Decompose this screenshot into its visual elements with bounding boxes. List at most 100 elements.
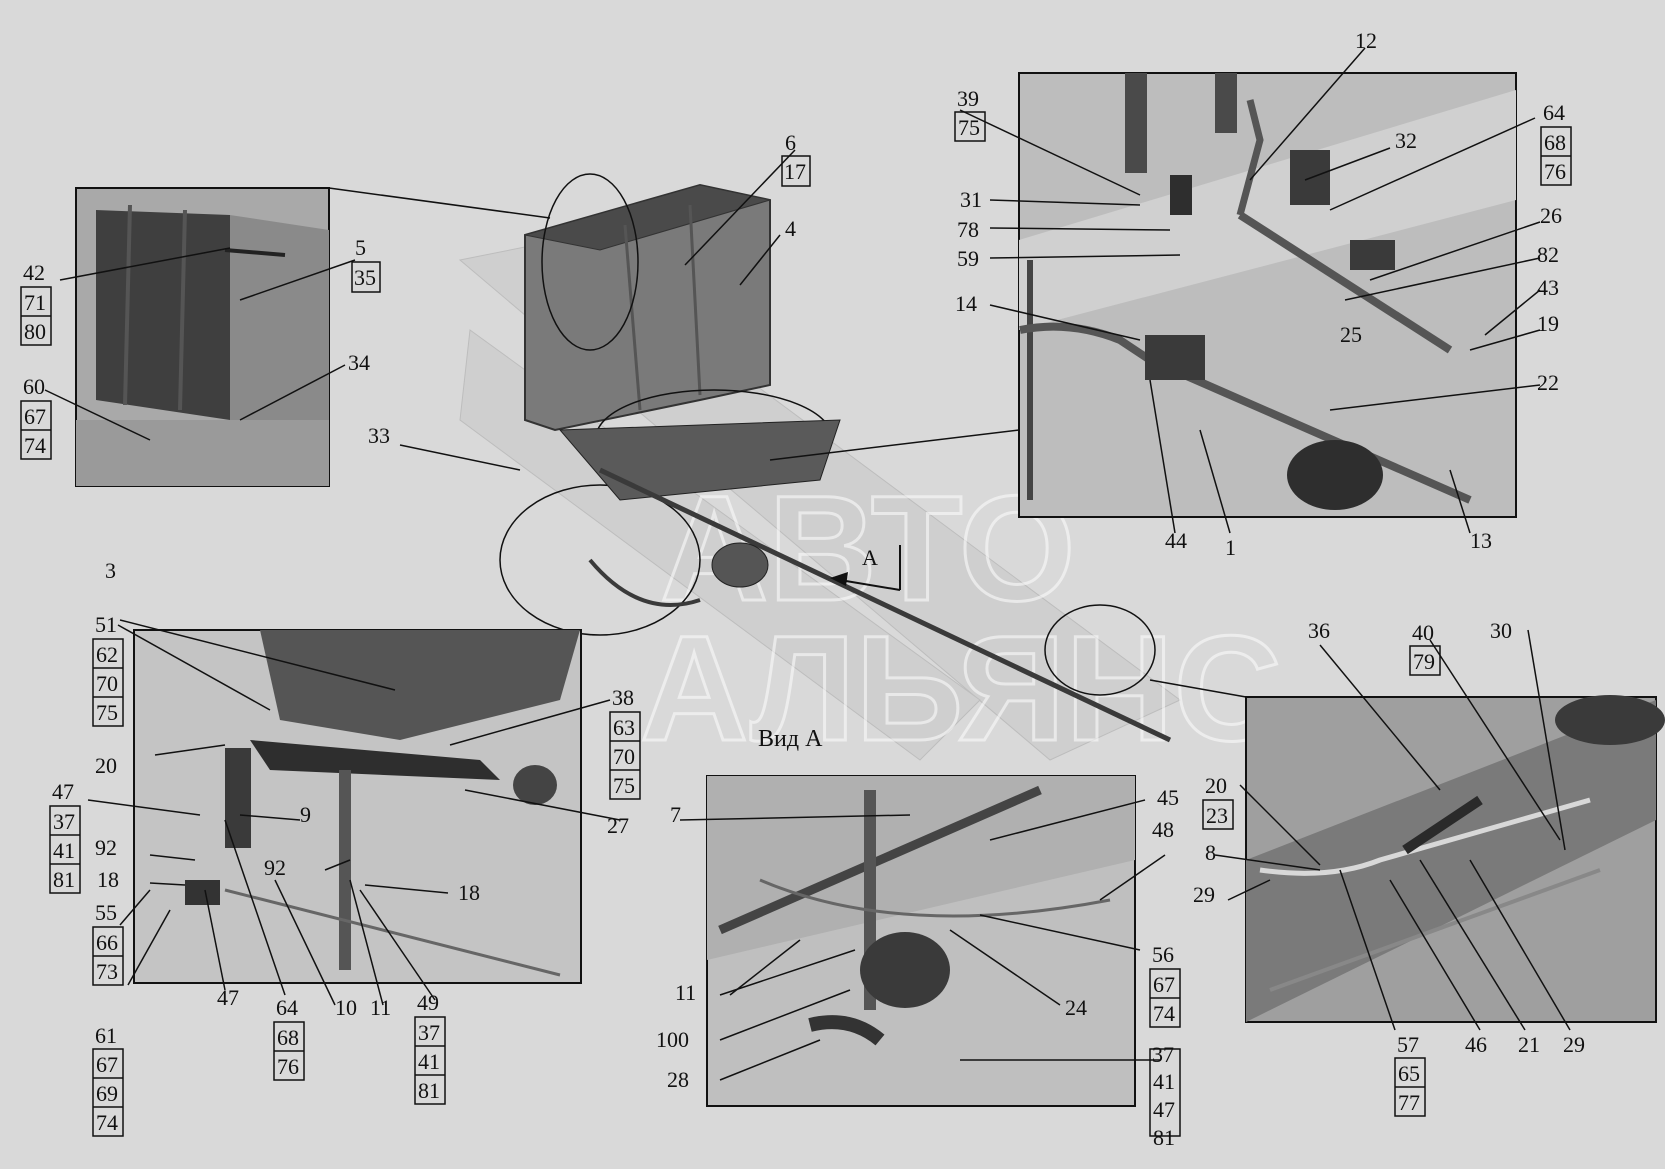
svg-text:64: 64 [1543, 100, 1565, 125]
stack-40: 40 79 [1409, 620, 1441, 676]
svg-text:68: 68 [1544, 130, 1566, 155]
svg-text:41: 41 [53, 838, 75, 863]
callout-36: 36 [1308, 618, 1330, 643]
callout-31: 31 [960, 187, 982, 212]
callout-28: 28 [667, 1067, 689, 1092]
callout-25: 25 [1340, 322, 1362, 347]
stack-51: 51 62 70 75 [92, 612, 124, 727]
detail-ellipse-valve [1044, 604, 1156, 696]
detail-box-bracket [133, 629, 582, 984]
callout-9: 9 [300, 802, 311, 827]
stack-37: 37 41 47 81 [1149, 1042, 1181, 1150]
stack-42: 42 71 80 [20, 260, 52, 346]
svg-text:37: 37 [1152, 1042, 1174, 1067]
callout-10: 10 [335, 995, 357, 1020]
view-arrow-a: А [830, 545, 901, 591]
svg-text:75: 75 [958, 115, 980, 140]
svg-text:39: 39 [957, 86, 979, 111]
callout-18b: 18 [458, 880, 480, 905]
svg-text:63: 63 [613, 715, 635, 740]
svg-text:56: 56 [1152, 942, 1174, 967]
callout-29b: 29 [1563, 1032, 1585, 1057]
stack-64b: 64 68 76 [273, 995, 305, 1081]
svg-text:35: 35 [354, 265, 376, 290]
svg-text:74: 74 [24, 433, 46, 458]
svg-text:67: 67 [24, 404, 46, 429]
callout-14: 14 [955, 291, 977, 316]
callout-92: 92 [95, 835, 117, 860]
callout-21: 21 [1518, 1032, 1540, 1057]
svg-text:73: 73 [96, 959, 118, 984]
callout-29: 29 [1193, 882, 1215, 907]
svg-text:66: 66 [96, 930, 118, 955]
callout-7: 7 [670, 802, 681, 827]
svg-text:81: 81 [53, 867, 75, 892]
svg-text:64: 64 [276, 995, 298, 1020]
stack-64a: 64 68 76 [1540, 100, 1572, 186]
svg-text:60: 60 [23, 374, 45, 399]
svg-text:70: 70 [613, 744, 635, 769]
svg-text:75: 75 [96, 700, 118, 725]
stack-49: 49 37 41 81 [414, 990, 446, 1105]
svg-text:38: 38 [612, 685, 634, 710]
svg-text:75: 75 [613, 773, 635, 798]
callout-82: 82 [1537, 242, 1559, 267]
svg-text:65: 65 [1398, 1061, 1420, 1086]
callout-11: 11 [370, 995, 391, 1020]
callout-26: 26 [1540, 203, 1562, 228]
svg-text:49: 49 [417, 990, 439, 1015]
callout-47: 47 [52, 779, 74, 804]
svg-text:67: 67 [96, 1052, 118, 1077]
svg-text:57: 57 [1397, 1032, 1419, 1057]
callout-13: 13 [1470, 528, 1492, 553]
callout-46: 46 [1465, 1032, 1487, 1057]
stack-20: 23 [1202, 799, 1234, 830]
svg-text:70: 70 [96, 671, 118, 696]
callout-20b: 20 [1205, 773, 1227, 798]
detail-ellipse-pump [499, 484, 701, 636]
callout-20: 20 [95, 753, 117, 778]
detail-box-view-a [706, 775, 1136, 1107]
callout-33: 33 [368, 423, 390, 448]
callout-22: 22 [1537, 370, 1559, 395]
callout-48: 48 [1152, 817, 1174, 842]
svg-text:17: 17 [784, 159, 806, 184]
svg-text:23: 23 [1206, 803, 1228, 828]
svg-text:55: 55 [95, 900, 117, 925]
arrow-label: А [862, 545, 878, 570]
svg-text:68: 68 [277, 1025, 299, 1050]
callout-19: 19 [1537, 311, 1559, 336]
callout-11b: 11 [675, 980, 696, 1005]
callout-59: 59 [957, 246, 979, 271]
callout-30: 30 [1490, 618, 1512, 643]
callout-92b: 92 [264, 855, 286, 880]
callout-6: 6 [785, 130, 796, 155]
callout-100: 100 [656, 1027, 689, 1052]
svg-text:74: 74 [1153, 1001, 1175, 1026]
callout-24: 24 [1065, 995, 1087, 1020]
svg-text:76: 76 [277, 1054, 299, 1079]
callout-1: 1 [1225, 535, 1236, 560]
callout-12: 12 [1355, 28, 1377, 53]
callout-18: 18 [97, 867, 119, 892]
callout-3: 3 [105, 558, 116, 583]
callout-45: 45 [1157, 785, 1179, 810]
stack-57: 57 65 77 [1394, 1032, 1426, 1117]
svg-text:АЛЬЯНС: АЛЬЯНС [640, 604, 1282, 772]
svg-text:77: 77 [1398, 1090, 1420, 1115]
svg-text:79: 79 [1413, 649, 1435, 674]
svg-text:42: 42 [23, 260, 45, 285]
svg-text:62: 62 [96, 642, 118, 667]
callout-5: 5 [355, 235, 366, 260]
svg-text:47: 47 [1153, 1097, 1175, 1122]
svg-text:51: 51 [95, 612, 117, 637]
stack-56: 56 67 74 [1149, 942, 1181, 1028]
callout-8: 8 [1205, 840, 1216, 865]
view-title: Вид А [758, 726, 823, 752]
callout-32: 32 [1395, 128, 1417, 153]
callout-78: 78 [957, 217, 979, 242]
callout-4: 4 [785, 216, 796, 241]
fuel-tank [499, 173, 1172, 743]
